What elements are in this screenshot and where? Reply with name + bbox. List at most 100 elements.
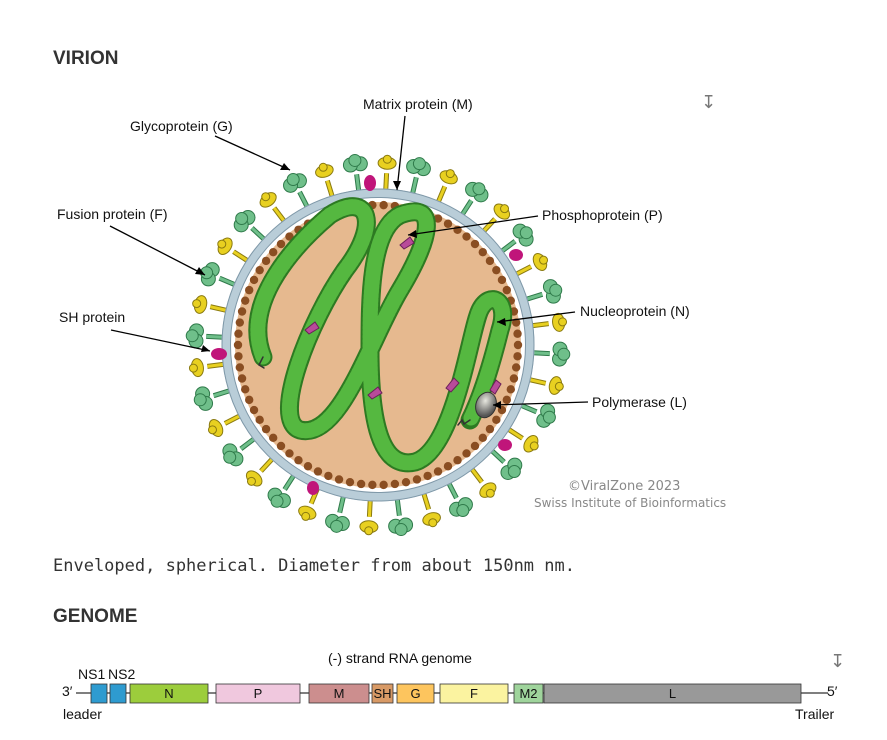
matrix-bead [453, 456, 462, 465]
matrix-bead [285, 449, 294, 458]
matrix-bead [285, 232, 294, 241]
fusion-spike [188, 358, 225, 378]
envelope-spikes [185, 153, 571, 537]
label-fusion: Fusion protein (F) [57, 206, 167, 222]
gene-m2: M2 [513, 683, 544, 704]
fusion-spike [469, 467, 497, 498]
matrix-bead [234, 329, 243, 338]
matrix-bead [462, 449, 471, 458]
fusion-spike [528, 376, 564, 395]
fusion-spike [506, 427, 539, 453]
matrix-bead [390, 479, 400, 489]
matrix-bead [401, 477, 411, 487]
viral-envelope [221, 188, 535, 502]
gene-n: N [129, 683, 209, 704]
glycoprotein-spike [500, 223, 534, 254]
matrix-bead [269, 433, 278, 443]
matrix-bead [276, 441, 286, 451]
leader-label: leader [63, 706, 102, 722]
matrix-bead [235, 363, 245, 372]
matrix-bead [334, 475, 344, 484]
fusion-spike [207, 413, 242, 437]
matrix-bead [433, 467, 443, 476]
gene-sh: SH [371, 683, 394, 704]
matrix-bead [412, 475, 422, 484]
virion-description: Enveloped, spherical. Diameter from abou… [53, 556, 575, 576]
glycoprotein-spike [283, 172, 310, 209]
matrix-bead [478, 433, 487, 443]
virion-diagram: Matrix protein (M) Glycoprotein (G) Fusi… [57, 96, 726, 537]
gene-g: G [396, 683, 435, 704]
genome-map: (-) strand RNA genome NS1 NS2 3′ 5′ lead… [62, 650, 838, 722]
matrix-bead [470, 441, 480, 451]
glycoprotein-spike [489, 448, 523, 480]
matrix-bead [423, 471, 432, 481]
gene-p: P [215, 683, 301, 704]
matrix-bead [506, 385, 515, 394]
sh-proteins [211, 175, 523, 495]
gene-ns1 [90, 683, 108, 704]
copyright-line2: Swiss Institute of Bioinformatics [534, 496, 726, 510]
matrix-bead [233, 340, 243, 350]
gene-ns2 [109, 683, 127, 704]
phosphoproteins [304, 236, 502, 400]
end-3prime: 3′ [62, 683, 73, 699]
svg-text:M2: M2 [519, 686, 537, 701]
glycoprotein-spike [222, 436, 256, 467]
polymerase [475, 391, 497, 419]
download-arrow-icon[interactable]: ↧ [830, 651, 846, 672]
svg-text:L: L [669, 686, 676, 701]
matrix-bead [241, 296, 250, 305]
matrix-bead [245, 285, 254, 295]
matrix-bead [276, 239, 286, 249]
matrix-bead [249, 405, 259, 415]
glycoprotein-spike [525, 279, 563, 304]
matrix-bead [492, 415, 501, 425]
fusion-spike [245, 456, 275, 487]
matrix-bead [255, 265, 264, 275]
ns2-label: NS2 [108, 666, 135, 682]
glycoprotein-spike [460, 181, 489, 217]
matrix-bead [345, 477, 355, 487]
genome-heading: GENOME [53, 606, 138, 627]
fusion-spike [481, 203, 511, 234]
matrix-bead [356, 479, 366, 489]
fusion-spike [377, 154, 397, 191]
matrix-bead [433, 214, 443, 223]
gene-f: F [439, 683, 509, 704]
matrix-bead [509, 374, 519, 383]
matrix-bead [492, 265, 501, 275]
matrix-bead [497, 275, 507, 285]
fusion-spike [531, 312, 568, 332]
matrix-bead [379, 200, 388, 210]
matrix-bead [502, 395, 511, 405]
fusion-spike [315, 162, 335, 198]
matrix-bead [511, 363, 521, 372]
matrix-bead [502, 285, 511, 295]
nucleocapsid [248, 197, 513, 473]
matrix-bead [368, 480, 377, 490]
matrix-bead [379, 480, 388, 490]
download-arrow-icon[interactable]: ↧ [701, 92, 717, 113]
matrix-bead [513, 329, 522, 338]
genome-title: (-) strand RNA genome [328, 650, 472, 666]
end-5prime: 5′ [827, 683, 838, 699]
matrix-bead [294, 456, 303, 465]
svg-text:M: M [334, 686, 345, 701]
label-polymerase: Polymerase (L) [592, 394, 687, 410]
matrix-bead [269, 247, 278, 257]
matrix-bead [261, 256, 271, 266]
glycoprotein-spike [325, 495, 350, 533]
matrix-bead [470, 239, 480, 249]
label-nucleoprotein: Nucleoprotein (N) [580, 303, 690, 319]
glycoprotein-spike [406, 157, 431, 195]
glycoprotein-spike [342, 153, 368, 192]
fusion-spike [259, 192, 287, 223]
fusion-spike [359, 499, 379, 536]
matrix-bead [324, 471, 333, 481]
glycoprotein-spike [200, 262, 237, 288]
glycoprotein-spike [532, 341, 571, 367]
fusion-spike [192, 295, 228, 314]
matrix-bead [261, 424, 271, 434]
matrix-bead [255, 415, 264, 425]
